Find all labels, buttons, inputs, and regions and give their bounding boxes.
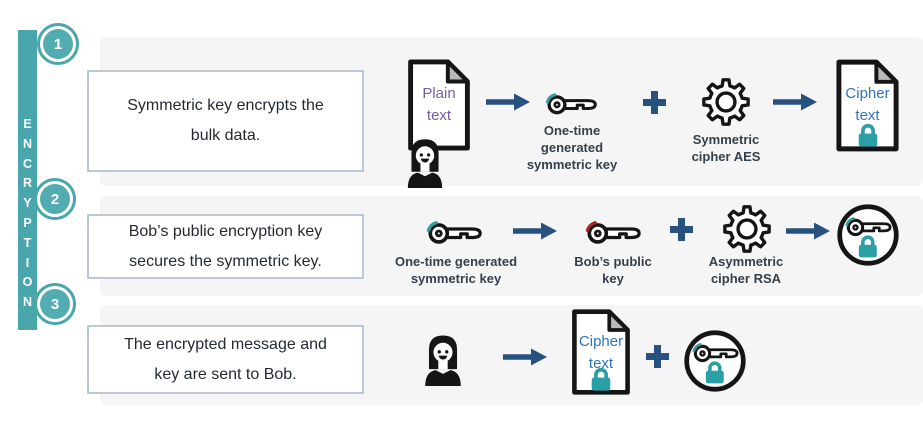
symmetric-key-icon (544, 86, 600, 119)
step-badge-1: 1 (37, 23, 79, 65)
plus-icon (641, 89, 668, 116)
plus-icon (668, 216, 695, 243)
step-badge-3: 3 (34, 283, 76, 325)
step-number: 2 (40, 184, 70, 214)
symmetric-cipher-label: Symmetric cipher AES (691, 132, 761, 165)
encrypted-key-icon (682, 328, 748, 394)
step1-description-box: Symmetric key encrypts the bulk data. (87, 70, 364, 172)
asymmetric-cipher-label: Asymmetric cipher RSA (708, 254, 784, 287)
plus-icon (644, 343, 671, 370)
step2-description-box: Bob’s public encryption key secures the … (87, 214, 364, 279)
plain-text-label: Plain text (422, 85, 456, 125)
sender-person-icon (417, 328, 469, 386)
encrypted-key-icon (835, 202, 901, 268)
arrow-icon (485, 92, 531, 112)
symmetric-key-label: One-time generated symmetric key (526, 123, 618, 173)
asymmetric-cipher-gear-icon (722, 204, 772, 254)
plain-text-document-icon: Plain text (403, 58, 475, 152)
arrow-icon (772, 92, 818, 112)
cipher-text-document-icon: Cipher text (568, 306, 634, 398)
step-number: 3 (40, 289, 70, 319)
public-key-icon (584, 213, 644, 249)
cipher-text-document-icon: Cipher text (832, 57, 903, 154)
arrow-icon (512, 221, 558, 241)
cipher-text-label: Cipher text (845, 85, 890, 124)
public-key-label: Bob’s public key (574, 254, 652, 287)
sender-person-icon (399, 132, 451, 188)
document-outline-icon (568, 306, 634, 398)
document-outline-icon (403, 58, 475, 152)
symmetric-key-icon (425, 213, 485, 249)
step-badge-2: 2 (34, 178, 76, 220)
arrow-icon (502, 347, 548, 367)
step3-description-box: The encrypted message and key are sent t… (87, 325, 364, 394)
document-outline-icon (832, 57, 903, 154)
symmetric-cipher-gear-icon (701, 77, 751, 127)
cipher-text-label: Cipher text (578, 332, 624, 372)
step-number: 1 (43, 29, 73, 59)
symmetric-key-label: One-time generated symmetric key (394, 254, 518, 287)
lock-icon (854, 122, 881, 148)
lock-icon (588, 366, 615, 392)
arrow-icon (785, 221, 831, 241)
